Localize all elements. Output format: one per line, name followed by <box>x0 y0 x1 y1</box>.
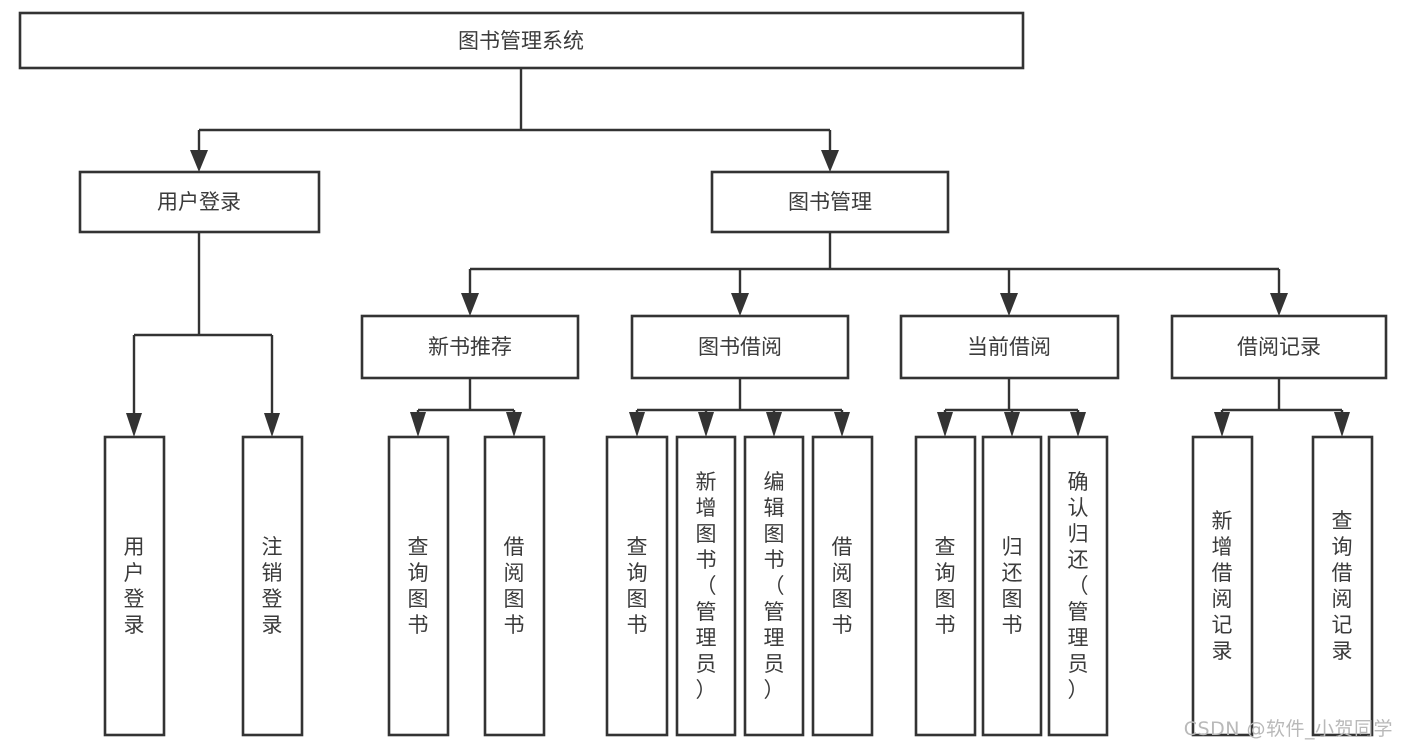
node-leaf-add-book[interactable]: 新增图书（管理员） <box>675 435 737 737</box>
connector-group-borrow-record <box>1214 378 1350 437</box>
node-leaf-return-book-box[interactable] <box>981 435 1043 737</box>
node-book-management-box[interactable] <box>710 170 950 234</box>
node-book-management-label: 图书管理 <box>788 190 872 214</box>
node-leaf-user-logout-label: 注销登录 <box>262 535 283 637</box>
node-leaf-query-record-label: 查询借阅记录 <box>1332 509 1353 663</box>
node-leaf-return-book-label: 归还图书 <box>1002 535 1023 637</box>
node-user-login[interactable]: 用户登录 <box>78 170 321 234</box>
arrow-head-leaf-borrow-book-1 <box>506 412 522 437</box>
node-leaf-confirm-return-box[interactable] <box>1047 435 1109 737</box>
arrow-head-leaf-return-book <box>1004 412 1020 437</box>
node-user-login-label: 用户登录 <box>157 190 241 214</box>
node-user-login-box[interactable] <box>78 170 321 234</box>
node-leaf-add-record-box[interactable] <box>1191 435 1254 737</box>
node-leaf-query-book-3[interactable]: 查询图书 <box>914 435 977 737</box>
connector-group-new-book-recommend <box>410 378 522 437</box>
node-leaf-add-record[interactable]: 新增借阅记录 <box>1191 435 1254 737</box>
arrow-head-leaf-borrow-book-2 <box>834 412 850 437</box>
node-leaf-query-book-1-box[interactable] <box>387 435 450 737</box>
connector-group-book-borrow <box>629 378 850 437</box>
arrow-head-leaf-edit-book <box>766 412 782 437</box>
node-leaf-query-book-1[interactable]: 查询图书 <box>387 435 450 737</box>
connector-group-root <box>190 68 839 172</box>
node-leaf-borrow-book-2-label: 借阅图书 <box>832 535 853 637</box>
node-leaf-borrow-book-1[interactable]: 借阅图书 <box>483 435 546 737</box>
node-leaf-confirm-return-label: 确认归还（管理员） <box>1068 470 1089 702</box>
node-current-borrow-box[interactable] <box>899 314 1120 380</box>
node-leaf-add-book-label: 新增图书（管理员） <box>696 470 717 702</box>
node-leaf-edit-book[interactable]: 编辑图书（管理员） <box>743 435 805 737</box>
node-root-box[interactable] <box>18 11 1025 70</box>
arrow-head-leaf-query-record <box>1334 412 1350 437</box>
node-leaf-return-book[interactable]: 归还图书 <box>981 435 1043 737</box>
node-borrow-record[interactable]: 借阅记录 <box>1170 314 1388 380</box>
node-new-book-recommend-box[interactable] <box>360 314 580 380</box>
connector-group-user-login <box>126 232 280 437</box>
node-book-borrow-box[interactable] <box>630 314 850 380</box>
node-leaf-confirm-return[interactable]: 确认归还（管理员） <box>1047 435 1109 737</box>
node-leaf-query-book-2-box[interactable] <box>605 435 669 737</box>
node-leaf-query-book-2-label: 查询图书 <box>627 535 648 637</box>
node-leaf-user-login[interactable]: 用户登录 <box>103 435 166 737</box>
node-leaf-user-login-label: 用户登录 <box>124 535 145 637</box>
node-leaf-borrow-book-1-box[interactable] <box>483 435 546 737</box>
node-leaf-user-login-box[interactable] <box>103 435 166 737</box>
node-current-borrow[interactable]: 当前借阅 <box>899 314 1120 380</box>
arrow-head-book-borrow <box>731 293 749 316</box>
arrow-head-leaf-confirm-return <box>1070 412 1086 437</box>
node-root-label: 图书管理系统 <box>458 29 584 53</box>
node-leaf-query-book-3-box[interactable] <box>914 435 977 737</box>
node-leaf-borrow-book-2[interactable]: 借阅图书 <box>811 435 874 737</box>
arrow-head-leaf-add-book <box>698 412 714 437</box>
node-leaf-query-record-box[interactable] <box>1311 435 1374 737</box>
node-new-book-recommend[interactable]: 新书推荐 <box>360 314 580 380</box>
node-leaf-query-record[interactable]: 查询借阅记录 <box>1311 435 1374 737</box>
arrow-head-current-borrow <box>1000 293 1018 316</box>
connector-group-book-management <box>461 232 1288 316</box>
node-root[interactable]: 图书管理系统 <box>18 11 1025 70</box>
node-leaf-edit-book-box[interactable] <box>743 435 805 737</box>
node-leaf-add-book-box[interactable] <box>675 435 737 737</box>
node-leaf-query-book-1-label: 查询图书 <box>408 535 429 637</box>
node-leaf-query-book-3-label: 查询图书 <box>935 535 956 637</box>
arrow-head-leaf-query-book-2 <box>629 412 645 437</box>
node-leaf-borrow-book-2-box[interactable] <box>811 435 874 737</box>
node-borrow-record-label: 借阅记录 <box>1237 335 1321 359</box>
arrow-head-leaf-add-record <box>1214 412 1230 437</box>
node-new-book-recommend-label: 新书推荐 <box>428 335 512 359</box>
node-leaf-edit-book-label: 编辑图书（管理员） <box>764 470 785 702</box>
node-leaf-user-logout-box[interactable] <box>241 435 304 737</box>
node-book-borrow[interactable]: 图书借阅 <box>630 314 850 380</box>
arrow-head-leaf-user-logout <box>264 413 280 437</box>
node-book-borrow-label: 图书借阅 <box>698 335 782 359</box>
arrow-head-book-management <box>821 150 839 172</box>
node-leaf-borrow-book-1-label: 借阅图书 <box>504 535 525 637</box>
node-leaf-query-book-2[interactable]: 查询图书 <box>605 435 669 737</box>
connector-group-current-borrow <box>937 378 1086 437</box>
arrow-head-user-login <box>190 150 208 172</box>
node-leaf-add-record-label: 新增借阅记录 <box>1212 509 1233 663</box>
node-leaf-user-logout[interactable]: 注销登录 <box>241 435 304 737</box>
node-current-borrow-label: 当前借阅 <box>967 335 1051 359</box>
arrow-head-leaf-user-login <box>126 413 142 437</box>
arrow-head-leaf-query-book-3 <box>937 412 953 437</box>
node-borrow-record-box[interactable] <box>1170 314 1388 380</box>
arrow-head-borrow-record <box>1270 293 1288 316</box>
arrow-head-leaf-query-book-1 <box>410 412 426 437</box>
node-book-management[interactable]: 图书管理 <box>710 170 950 234</box>
arrow-head-new-book-recommend <box>461 293 479 316</box>
